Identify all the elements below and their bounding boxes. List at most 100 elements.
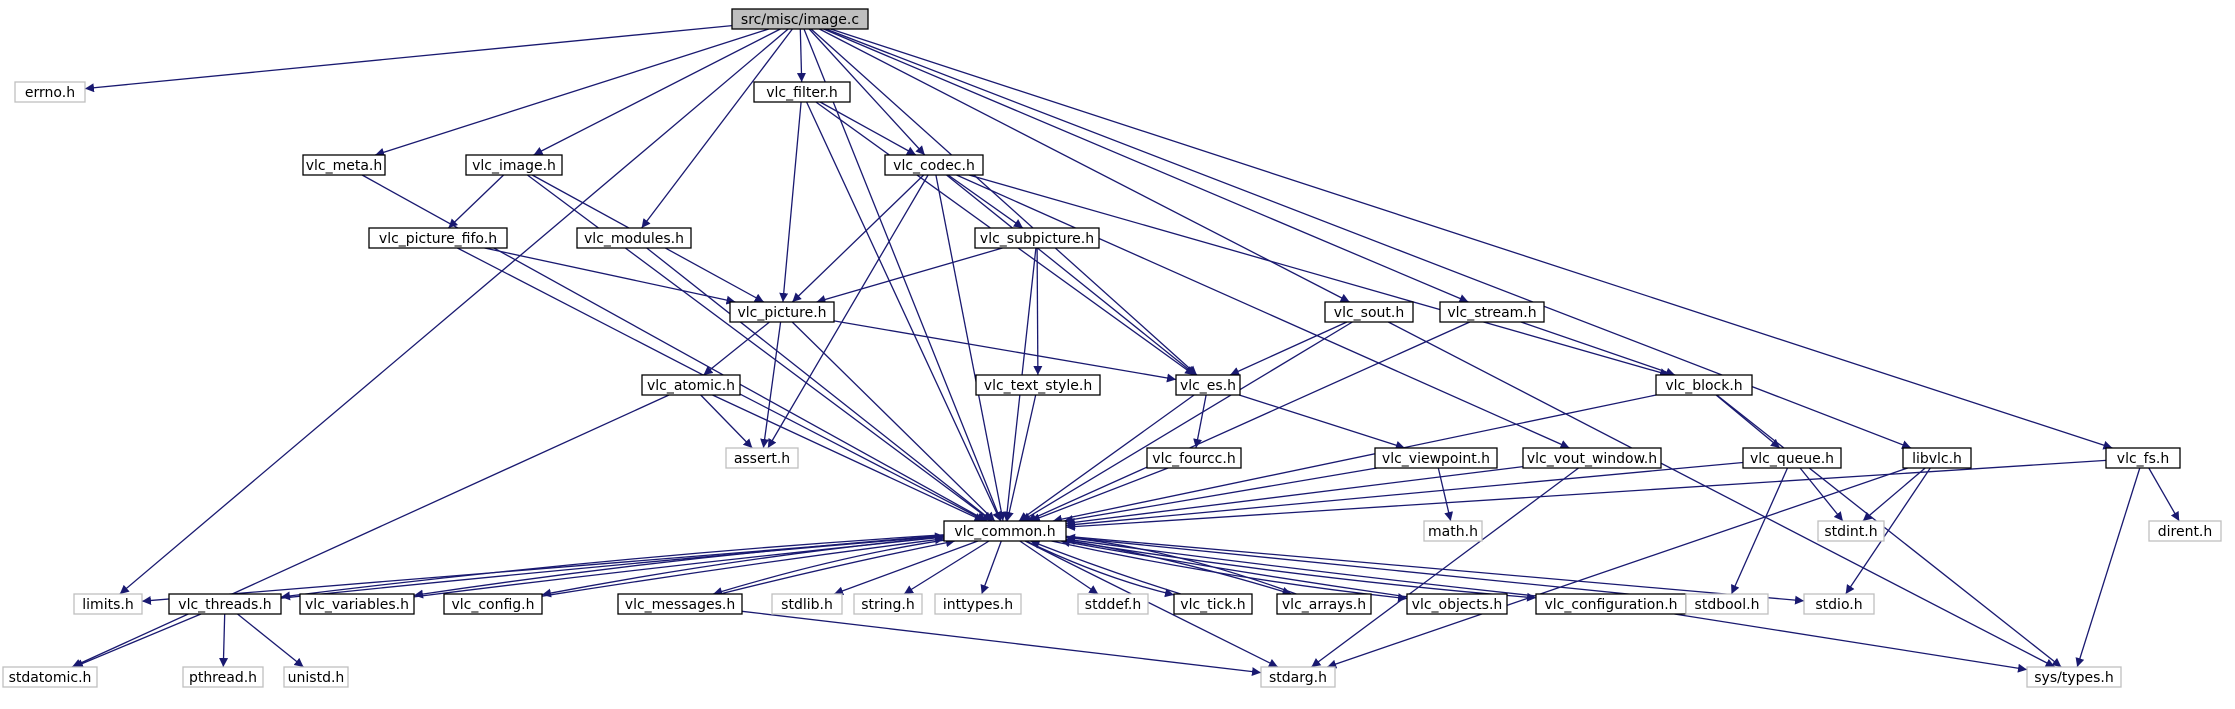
edge-vlc_tick-to-vlc_common [1030,540,1181,595]
edge-vlc_block-to-vlc_queue [1715,394,1781,449]
node-box [2,666,98,688]
node-vlc-stream[interactable]: vlc_stream.h [1439,301,1545,323]
edge-root-to-vlc_codec [808,28,926,156]
node-vlc-objects[interactable]: vlc_objects.h [1406,593,1508,615]
node-vlc-fs[interactable]: vlc_fs.h [2105,447,2181,469]
edge-vlc_threads-to-vlc_common [280,532,945,599]
node-vlc-picture[interactable]: vlc_picture.h [729,301,835,323]
node-sys-types: sys/types.h [2026,666,2122,688]
node-vlc-fourcc[interactable]: vlc_fourcc.h [1146,447,1242,469]
edge-vlc_sout-to-sys_types [1388,321,2055,668]
edge-root-to-vlc_es [810,28,1198,376]
node-box [443,593,543,615]
node-stdint: stdint.h [1817,520,1885,542]
edge-vlc_common-to-stdio [1065,535,1805,605]
node-stdbool: stdbool.h [1685,593,1769,615]
node-vlc-threads[interactable]: vlc_threads.h [168,593,282,615]
node-vlc-config[interactable]: vlc_config.h [443,593,543,615]
node-box [974,227,1100,249]
edge-vlc_meta-to-vlc_common [361,174,988,522]
edge-root-to-vlc_image [533,28,781,156]
node-box [853,593,923,615]
node-root[interactable]: src/misc/image.c [731,8,869,30]
node-vlc-es[interactable]: vlc_es.h [1175,374,1241,396]
edge-vlc_configuration-to-sys_types [1674,613,2028,673]
edge-vlc_fs-to-dirent [2148,467,2180,522]
node-vlc-block[interactable]: vlc_block.h [1655,374,1753,396]
node-label: vlc_config.h [451,597,534,613]
node-box [1742,447,1842,469]
node-label: vlc_fs.h [2117,451,2169,467]
edge-vlc_configuration-to-vlc_common [1065,535,1537,597]
edge-libvlc-to-stdio [1845,467,1931,595]
edge-vlc_common-to-inttypes [980,540,1002,595]
node-vlc-common[interactable]: vlc_common.h [943,520,1067,542]
node-vlc-codec[interactable]: vlc_codec.h [884,154,984,176]
edge-vlc_es-to-vlc_fourcc [1193,394,1207,449]
edge-vlc_picture-to-vlc_es [833,320,1177,383]
node-vlc-viewpoint[interactable]: vlc_viewpoint.h [1374,447,1498,469]
node-box [943,520,1067,542]
edge-vlc_common-to-vlc_configuration [1065,540,1537,602]
node-dirent: dirent.h [2148,520,2222,542]
edge-libvlc-to-stdint [1862,467,1926,522]
edge-vlc_fs-to-sys_types [2075,467,2141,668]
node-vlc-configuration[interactable]: vlc_configuration.h [1535,593,1687,615]
node-box [73,593,143,615]
edge-vlc_threads-to-unistd [237,613,304,668]
node-box [1902,447,1972,469]
node-libvlc[interactable]: libvlc.h [1902,447,1972,469]
edge-vlc_queue-to-stdint [1799,467,1844,522]
edge-vlc_codec-to-vlc_block [968,174,1670,377]
node-box [1423,520,1483,542]
node-label: vlc_messages.h [625,597,735,613]
edge-vlc_block-to-vlc_common [1052,394,1657,524]
node-inttypes: inttypes.h [934,593,1022,615]
node-vlc-text-style[interactable]: vlc_text_style.h [975,374,1101,396]
node-label: string.h [861,597,915,613]
edge-vlc_modules-to-vlc_common [646,247,993,522]
edge-root-to-vlc_modules [641,28,793,229]
node-vlc-vout-window[interactable]: vlc_vout_window.h [1522,447,1662,469]
edge-vlc_common-to-stdarg [1024,540,1279,668]
node-vlc-sout[interactable]: vlc_sout.h [1324,301,1414,323]
node-label: libvlc.h [1912,451,1962,467]
node-stddef: stddef.h [1077,593,1149,615]
node-vlc-variables[interactable]: vlc_variables.h [299,593,415,615]
node-box [1077,593,1149,615]
edge-vlc_image-to-vlc_common [527,174,992,522]
node-label: vlc_vout_window.h [1527,451,1657,467]
node-box [299,593,415,615]
edge-vlc_subpicture-to-vlc_picture [816,247,1003,304]
node-label: stdbool.h [1695,597,1760,613]
node-vlc-image[interactable]: vlc_image.h [465,154,563,176]
node-vlc-filter[interactable]: vlc_filter.h [753,81,851,103]
node-vlc-queue[interactable]: vlc_queue.h [1742,447,1842,469]
node-label: vlc_codec.h [893,158,975,174]
node-vlc-subpicture[interactable]: vlc_subpicture.h [974,227,1100,249]
node-label: vlc_common.h [954,524,1055,540]
node-vlc-modules[interactable]: vlc_modules.h [576,227,692,249]
node-label: vlc_configuration.h [1544,597,1677,613]
node-vlc-messages[interactable]: vlc_messages.h [617,593,743,615]
node-label: pthread.h [189,670,257,686]
edge-vlc_messages-to-stdarg [741,610,1262,677]
edge-vlc_codec-to-assert [767,174,929,449]
node-vlc-atomic[interactable]: vlc_atomic.h [641,374,741,396]
node-vlc-picture-fifo[interactable]: vlc_picture_fifo.h [368,227,508,249]
edge-vlc_viewpoint-to-vlc_common [1063,467,1378,524]
edge-vlc_text_style-to-vlc_common [1004,394,1037,522]
node-vlc-meta[interactable]: vlc_meta.h [302,154,386,176]
edge-vlc_variables-to-vlc_common [413,533,945,598]
node-label: vlc_meta.h [306,158,383,174]
node-label: vlc_sout.h [1334,305,1404,321]
edge-vlc_picture_fifo-to-vlc_picture [484,247,736,305]
edge-root-to-vlc_sout [819,28,1350,303]
node-box [182,666,264,688]
node-label: vlc_objects.h [1412,597,1503,613]
node-label: vlc_fourcc.h [1152,451,1235,467]
edge-vlc_viewpoint-to-math [1437,467,1454,522]
node-vlc-tick[interactable]: vlc_tick.h [1173,593,1253,615]
node-vlc-arrays[interactable]: vlc_arrays.h [1276,593,1372,615]
